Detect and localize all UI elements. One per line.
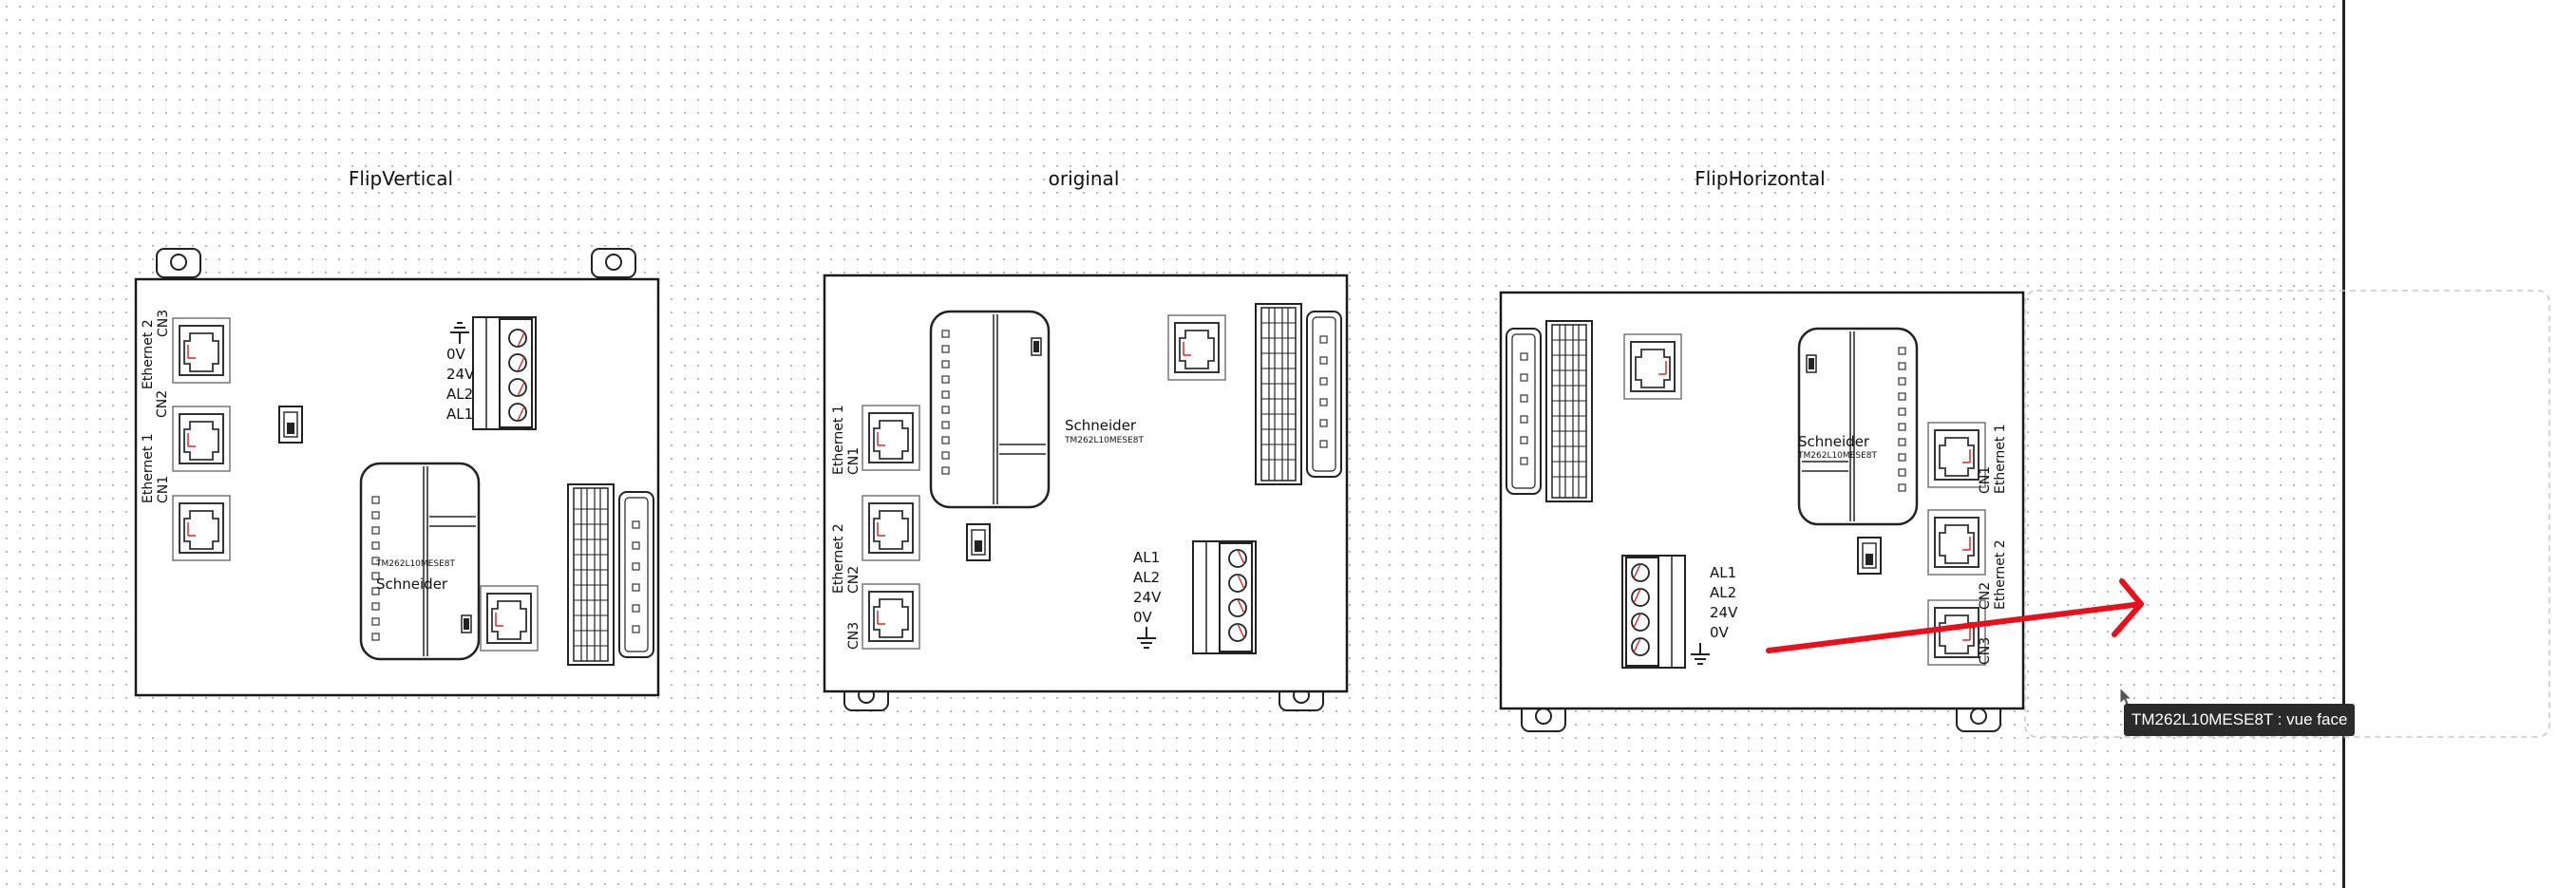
rj45-port-eth1 <box>172 406 231 472</box>
terminal-label-0v: 0V <box>1133 609 1153 626</box>
svg-text:CN1: CN1 <box>846 447 862 475</box>
dip-switch <box>966 523 991 561</box>
port-label-cn2: CN2 <box>155 390 170 418</box>
mount-tab <box>156 248 201 278</box>
terminal-label-al1: AL1 <box>446 406 473 423</box>
cassette-module <box>1797 327 1919 526</box>
power-connector <box>472 316 537 430</box>
mount-tab <box>591 248 636 278</box>
svg-text:CN1: CN1 <box>1978 466 1993 494</box>
brand-label: Schneider <box>1065 417 1137 434</box>
power-connector <box>1621 555 1686 669</box>
port-label-eth1: CN1 Ethernet 1 <box>1978 424 2008 494</box>
port-label-cn3: CN3 <box>1978 637 1993 665</box>
rj45-port-eth2 <box>862 495 920 561</box>
svg-text:Ethernet 2: Ethernet 2 <box>831 523 846 594</box>
view-title-fliphorizontal: FlipHorizontal <box>1695 167 1826 190</box>
svg-text:CN2: CN2 <box>155 390 170 418</box>
device-flipvertical[interactable]: Schneider TM262L10MESE8T 0V 24V AL2 AL1 … <box>134 248 660 697</box>
model-label: TM262L10MESE8T <box>375 559 455 569</box>
io-terminal-block <box>1506 320 1593 502</box>
svg-text:Ethernet 1: Ethernet 1 <box>1993 424 2008 494</box>
rj45-port-eth2 <box>172 317 231 384</box>
svg-text:CN1: CN1 <box>156 476 171 503</box>
terminal-label-0v: 0V <box>1710 624 1730 641</box>
red-arrow-icon <box>1766 578 2144 653</box>
terminal-label-al2: AL2 <box>1133 569 1160 586</box>
io-terminal-block <box>1255 303 1342 485</box>
dip-switch <box>1857 537 1882 575</box>
io-terminal-block <box>567 483 654 666</box>
svg-text:Ethernet 2: Ethernet 2 <box>1993 539 2008 610</box>
svg-text:CN2: CN2 <box>1978 582 1993 610</box>
terminal-label-al2: AL2 <box>1710 584 1736 601</box>
device-fliphorizontal[interactable]: Schneider TM262L10MESE8T AL1 AL2 24V 0V … <box>1499 291 2025 732</box>
rj45-port-cn3 <box>1927 599 1986 666</box>
dip-switch <box>278 406 303 444</box>
rj45-port-eth1 <box>1927 422 1986 488</box>
drag-preview-outline <box>2024 290 2550 738</box>
svg-text:Ethernet 1: Ethernet 1 <box>141 433 156 503</box>
rj45-port <box>1623 333 1682 400</box>
model-label: TM262L10MESE8T <box>1797 451 1877 461</box>
port-label-eth2: Ethernet 2 CN2 <box>831 523 862 594</box>
terminal-label-24v: 24V <box>446 366 475 383</box>
view-title-original: original <box>1048 167 1120 190</box>
port-label-eth1: Ethernet 1 CN1 <box>141 433 171 503</box>
svg-text:Ethernet 1: Ethernet 1 <box>831 405 846 475</box>
svg-text:CN2: CN2 <box>846 566 862 594</box>
terminal-label-al1: AL1 <box>1710 564 1736 581</box>
svg-text:CN3: CN3 <box>156 310 171 337</box>
canvas-border <box>2342 0 2345 888</box>
svg-text:Ethernet 2: Ethernet 2 <box>141 319 156 389</box>
right-panel <box>2345 0 2576 888</box>
svg-text:CN3: CN3 <box>1978 637 1993 665</box>
rj45-port-cn3 <box>862 583 920 650</box>
brand-label: Schneider <box>376 576 448 593</box>
tooltip: TM262L10MESE8T : vue face <box>2124 704 2356 736</box>
port-label-eth2: CN2 Ethernet 2 <box>1978 539 2008 610</box>
rj45-port-eth1 <box>862 405 920 471</box>
terminal-label-al1: AL1 <box>1133 549 1160 566</box>
terminal-label-24v: 24V <box>1710 604 1738 621</box>
svg-text:CN3: CN3 <box>846 622 862 650</box>
model-label: TM262L10MESE8T <box>1064 436 1144 445</box>
rj45-port <box>480 585 539 652</box>
port-label-cn3: CN3 <box>846 622 862 650</box>
port-label-eth2: Ethernet 2 CN3 <box>141 310 171 389</box>
rj45-port <box>1167 314 1226 381</box>
brand-label: Schneider <box>1798 433 1870 450</box>
terminal-label-0v: 0V <box>446 346 466 363</box>
rj45-port-cn1 <box>172 495 231 561</box>
cassette-module <box>929 310 1051 509</box>
rj45-port-eth2 <box>1927 509 1986 576</box>
view-title-flipvertical: FlipVertical <box>348 167 454 190</box>
device-original[interactable]: Schneider TM262L10MESE8T AL1 AL2 24V 0V … <box>823 274 1349 711</box>
power-connector <box>1192 540 1257 654</box>
port-label-eth1: Ethernet 1 CN1 <box>831 405 862 475</box>
terminal-label-24v: 24V <box>1133 589 1162 606</box>
terminal-label-al2: AL2 <box>446 386 473 403</box>
